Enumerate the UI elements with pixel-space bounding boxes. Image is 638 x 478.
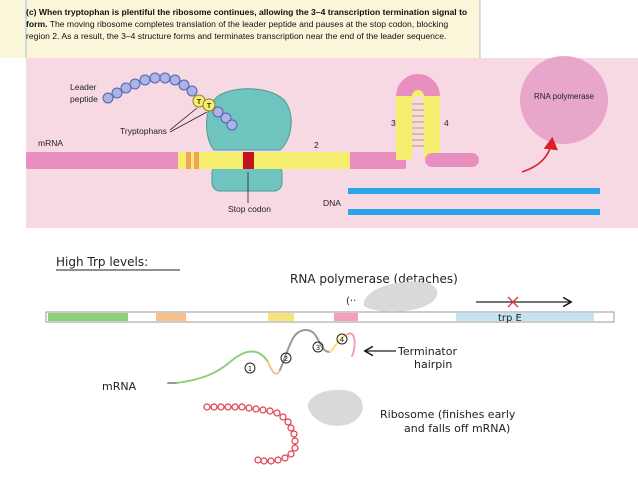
figure-caption: (c) When tryptophan is plentiful the rib… (0, 0, 480, 58)
trpe-gene-region (456, 313, 594, 321)
dna-region-pink (334, 313, 358, 321)
leader-peptide-beads (102, 72, 238, 131)
region-3-label: 3 (391, 118, 396, 128)
trp-codon (186, 152, 191, 169)
mrna-transcript (167, 328, 356, 384)
released-peptide-beads (203, 403, 299, 465)
dna-operon-bar (45, 311, 615, 323)
top-diagram: T T Leader peptide Tryptophans mRNA Stop… (25, 0, 638, 228)
polymerase-release-arrow (521, 136, 558, 173)
rna-polymerase-icon (520, 56, 608, 144)
high-trp-title: High Trp levels: (56, 255, 148, 269)
tryptophans-leader-line (169, 111, 208, 133)
region-number-1: 1 (248, 365, 252, 373)
trp-residue-label: T (207, 103, 212, 110)
dna-strand-top (348, 188, 600, 194)
dna-strand-bottom (348, 209, 600, 215)
motion-marks: (·· (346, 296, 356, 307)
region-4-label: 4 (444, 118, 449, 128)
trp-codon (194, 152, 199, 169)
dna-region-orange (156, 313, 186, 321)
tryptophans-label: Tryptophans (120, 126, 167, 136)
region-number-markers: 1 2 3 4 (244, 333, 348, 374)
region-2-label: 2 (314, 140, 319, 150)
region-number-3: 3 (316, 344, 320, 352)
tryptophan-residues: T T (192, 94, 216, 112)
trpe-label: trp E (498, 313, 522, 324)
dna-region-green (48, 313, 128, 321)
dna-label: DNA (323, 198, 341, 208)
released-ribosome-icon (307, 389, 363, 426)
top-mrna-label: mRNA (38, 138, 63, 148)
caption-rest: The moving ribosome completes translatio… (26, 19, 449, 41)
caption-lead: (c) When tryptophan is plentiful the rib… (26, 7, 468, 29)
detached-polymerase-icon (363, 281, 438, 312)
stop-codon (243, 152, 254, 169)
ribosome-finishes-label: Ribosome (finishes early and falls off m… (380, 408, 519, 435)
leader-peptide-label: Leader peptide (70, 82, 99, 104)
terminator-hairpin-label: Terminator hairpin (397, 345, 461, 371)
region-number-2: 2 (284, 355, 288, 363)
hairpin-base-pairs (412, 103, 424, 147)
bottom-mrna-label: mRNA (102, 380, 137, 393)
terminator-loop (396, 74, 440, 97)
top-rna-polymerase-label: RNA polymerase (534, 92, 595, 101)
ribosome-icon (206, 88, 292, 192)
stop-codon-label: Stop codon (228, 204, 271, 214)
mrna-region-2 (282, 152, 350, 169)
blocked-x-icon (507, 296, 519, 308)
region-number-4: 4 (340, 336, 345, 344)
tryptophans-leader-line (169, 107, 198, 131)
bottom-diagram: High Trp levels: RNA polymerase (detache… (45, 255, 615, 465)
rna-polymerase-detaches-label: RNA polymerase (detaches) (290, 272, 458, 286)
dna-region-yellow (268, 313, 294, 321)
trp-residue-label: T (197, 99, 202, 106)
